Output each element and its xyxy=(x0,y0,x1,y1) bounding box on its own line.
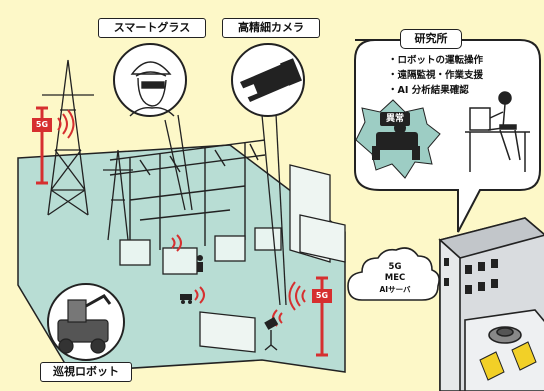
glasses-pointer xyxy=(164,119,186,211)
patrol-robot-label: 巡視ロボット xyxy=(40,362,132,382)
lab-task-item: ・AI 分析結果確認 xyxy=(388,85,469,96)
transmission-tower-right xyxy=(103,149,133,241)
anomaly-badge xyxy=(380,112,410,126)
lab-bubble xyxy=(354,39,541,233)
hd-camera-label: 高精細カメラ xyxy=(222,18,320,38)
lab-task-item: ・ロボットの運転操作 xyxy=(388,55,484,66)
worker-figure xyxy=(197,255,203,272)
substation-buildings xyxy=(199,164,346,353)
mec-cloud-text: 5G MEC AIサーバ xyxy=(360,262,430,295)
ground-camera-icon xyxy=(264,316,279,351)
smart-glasses-magnifier xyxy=(113,43,187,117)
transformer-group xyxy=(119,227,282,275)
person-with-glasses-icon xyxy=(129,61,175,117)
patrol-robot-icon xyxy=(57,294,112,354)
operator-at-desk-icon xyxy=(465,91,530,172)
camera-pointer xyxy=(261,114,281,306)
antenna-badge-left: 5G xyxy=(35,120,49,129)
server-warning-icons xyxy=(479,341,537,381)
mec-cloud xyxy=(347,247,440,301)
anomaly-label: 異常 xyxy=(385,114,404,124)
5g-antenna-left xyxy=(32,106,52,185)
mec-label: MEC xyxy=(384,273,406,283)
smart-glasses-label: スマートグラス xyxy=(98,18,206,38)
transmission-tower-left xyxy=(42,59,94,216)
ai-server-label: AIサーバ xyxy=(379,285,411,294)
anomaly-robot-icon xyxy=(372,122,420,160)
lab-task-list: ・ロボットの運転操作 ・遠隔監視・作業支援 ・AI 分析結果確認 xyxy=(388,53,483,98)
ground-robot-icon xyxy=(180,294,192,304)
radio-waves xyxy=(57,109,306,327)
5g-antenna-right xyxy=(312,276,332,357)
camera-icon xyxy=(240,58,302,102)
antenna-badge-right: 5G xyxy=(315,291,329,300)
mec-5g-label: 5G xyxy=(388,262,402,272)
lab-task-item: ・遠隔監視・作業支援 xyxy=(388,70,484,81)
lab-title: 研究所 xyxy=(400,29,462,49)
